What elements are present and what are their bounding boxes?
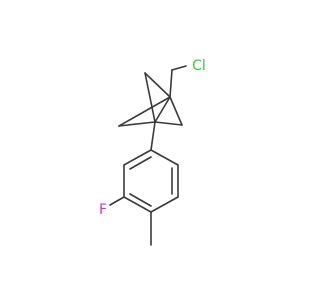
bond-cage-left-to-bottom [118,121,156,127]
structure-canvas: Cl F [99,58,206,246]
bond-ring-c6-c1 [150,149,179,166]
bond-cage-inner-bridge [154,96,171,123]
bond-cage-to-ch2 [169,69,173,98]
bond-cage-right-bridgehead [169,96,183,126]
bond-cage-to-aryl [150,121,156,151]
bond-ring-double-1 [129,156,152,170]
bond-ring-double-2 [129,193,152,207]
bond-cage-top-bridgehead [144,72,171,98]
bond-cage-top-to-bottom-bridgehead [144,72,156,123]
molecule-structure: Cl F [99,58,206,246]
bond-ring-to-f [109,196,125,206]
bond-cage-right-to-bottom [154,121,183,126]
bond-ch2-to-cl [171,65,187,71]
bond-ring-c3-c4 [123,196,152,213]
bond-ring-c1-c2 [123,149,152,166]
bond-ring-c4-c5 [150,196,179,213]
atom-label-cl: Cl [192,58,206,74]
atom-label-f: F [99,202,107,218]
bond-cage-left-bridgehead [118,96,171,127]
